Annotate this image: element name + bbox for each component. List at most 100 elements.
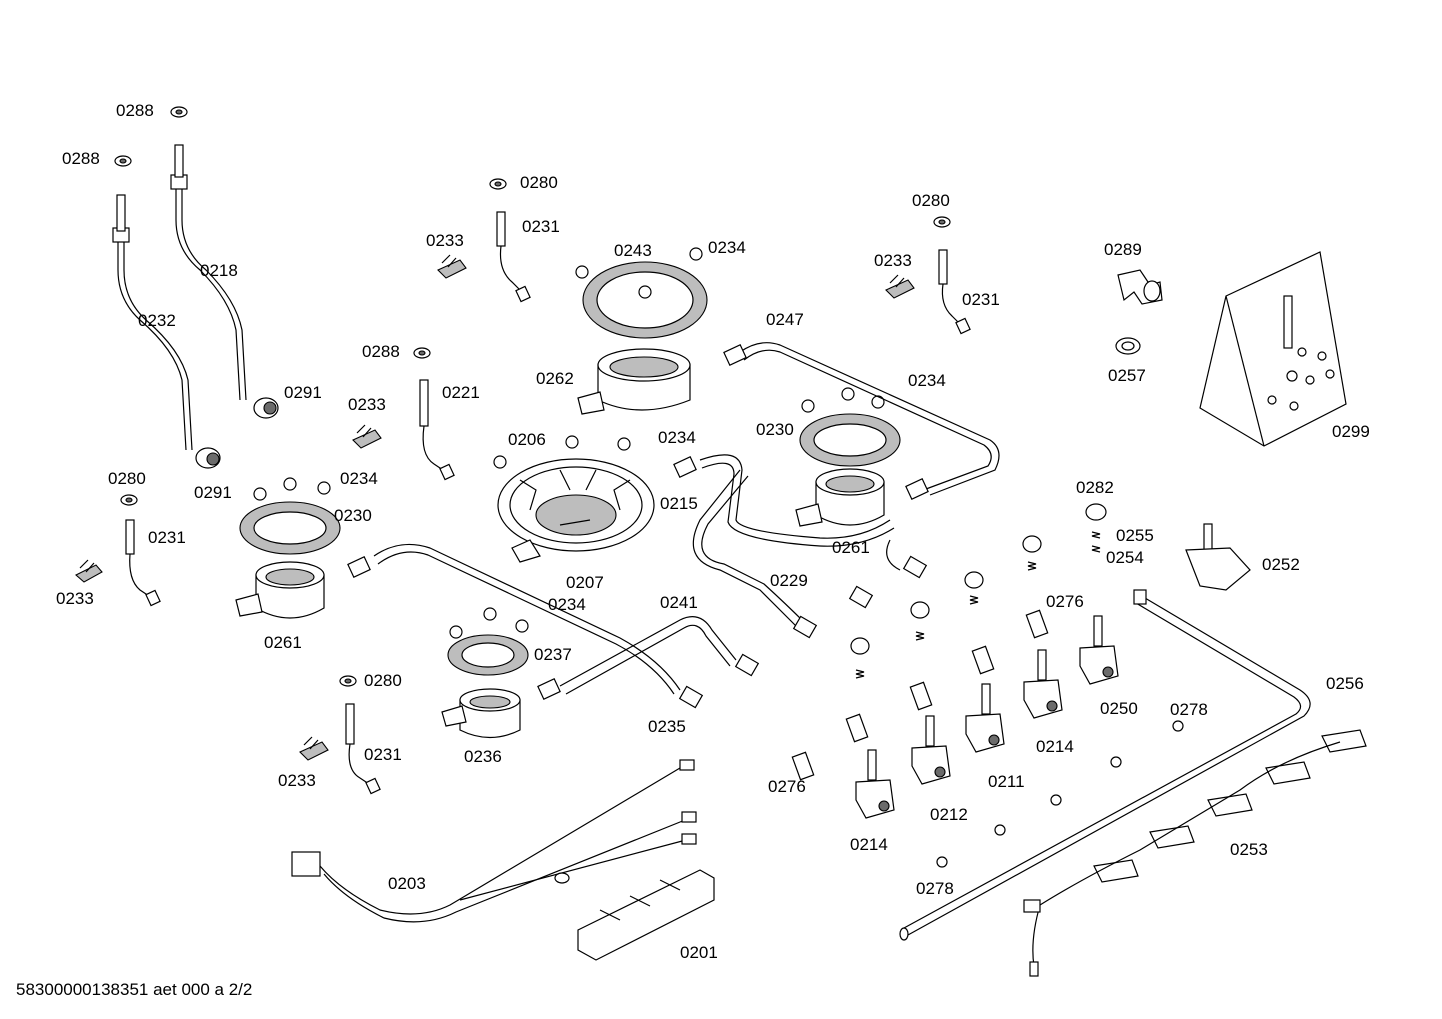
gas-pipe-0241[interactable] [537,616,760,700]
gas-pipe-0215[interactable] [673,454,895,547]
label-0230-b: 0230 [334,506,372,525]
washer-0280-b[interactable] [489,178,507,190]
label-0212: 0212 [930,805,968,824]
washer-0280-a[interactable] [120,494,138,506]
clip-0233-a[interactable] [75,559,103,583]
nozzle-0282[interactable] [1085,503,1107,553]
thermocouple-0218[interactable] [170,144,279,419]
electrode-0231-c[interactable] [938,249,971,335]
washer-0280-c[interactable] [933,216,951,228]
conversion-kit-bag-0299[interactable] [1199,251,1347,447]
label-0231-d: 0231 [364,745,402,764]
washer-0288-b[interactable] [114,155,132,167]
label-0206: 0206 [508,430,546,449]
label-0250: 0250 [1100,699,1138,718]
spindle-0276-b[interactable] [1025,609,1049,639]
ignition-module-0201[interactable] [577,869,715,961]
gas-rail-0256[interactable] [899,589,1311,941]
valve-0214-a[interactable] [855,749,895,819]
screw-0234-f[interactable] [449,607,529,639]
screw-0234-b[interactable] [575,265,589,279]
clip-0233-c[interactable] [352,424,382,449]
label-0215: 0215 [660,494,698,513]
clip-0233-b[interactable] [437,254,467,279]
valve-0214-b[interactable] [1023,649,1063,719]
label-0288-a: 0288 [116,101,154,120]
label-0231-a: 0231 [148,528,186,547]
label-0280-a: 0280 [108,469,146,488]
label-0234-a: 0234 [708,238,746,257]
valve-0250[interactable] [1079,615,1119,685]
label-0291-b: 0291 [194,483,232,502]
valve-0211[interactable] [965,683,1005,753]
gasket-0230-a[interactable] [799,413,901,467]
elbow-0289[interactable] [1117,269,1163,305]
label-0214-a: 0214 [1036,737,1074,756]
electrode-0231-b[interactable] [496,211,531,303]
gas-pipe-0234-line[interactable] [347,543,704,709]
screw-0234-a[interactable] [689,247,703,261]
label-0247: 0247 [766,310,804,329]
washer-0288-c[interactable] [413,347,431,359]
gasket-0237[interactable] [447,634,529,676]
spindle-0276-a[interactable] [791,645,995,781]
gas-pipe-0229[interactable] [692,469,928,639]
washer-0280-d[interactable] [339,675,357,687]
label-0280-d: 0280 [364,671,402,690]
electrode-0221[interactable] [419,379,455,481]
label-0230-a: 0230 [756,420,794,439]
gasket-0230-b[interactable] [239,501,341,555]
label-0282: 0282 [1076,478,1114,497]
label-0261-a: 0261 [832,538,870,557]
label-0256: 0256 [1326,674,1364,693]
label-0235: 0235 [648,717,686,736]
label-0262: 0262 [536,369,574,388]
screw-0234-e[interactable] [253,477,331,501]
burner-housing-0261-b[interactable] [235,561,325,619]
label-0232: 0232 [138,311,176,330]
label-0233-b: 0233 [426,231,464,250]
electrode-0231-a[interactable] [125,519,161,607]
seal-0257[interactable] [1115,337,1141,355]
label-0254: 0254 [1106,548,1144,567]
label-0288-c: 0288 [362,342,400,361]
label-0233-c: 0233 [874,251,912,270]
cap-springs[interactable] [850,535,1042,679]
label-0233-a: 0233 [56,589,94,608]
label-0234-d: 0234 [340,469,378,488]
document-id-footer: 58300000138351 aet 000 a 2/2 [16,980,253,999]
label-0252: 0252 [1262,555,1300,574]
nuts-0278[interactable] [936,720,1184,868]
wire-harness-0203[interactable] [291,759,697,923]
label-0276-b: 0276 [768,777,806,796]
valve-0212[interactable] [911,715,951,785]
label-0289: 0289 [1104,240,1142,259]
burner-housing-0262[interactable] [577,348,691,415]
burner-housing-0236[interactable] [441,688,521,739]
gas-pipe-0247[interactable] [723,342,1000,500]
label-0229: 0229 [770,571,808,590]
label-0278-b: 0278 [916,879,954,898]
screw-0234-d[interactable] [801,387,885,413]
electrode-0231-d[interactable] [345,703,381,795]
burner-housing-0261-a[interactable] [795,468,885,527]
label-0221: 0221 [442,383,480,402]
clip-0233-d[interactable] [885,274,915,299]
label-0207: 0207 [566,573,604,592]
ignition-switches-0253[interactable] [1023,729,1367,977]
label-0233-e: 0233 [278,771,316,790]
label-0236: 0236 [464,747,502,766]
thermocouple-0232[interactable] [112,194,221,469]
burner-base-0207[interactable] [497,458,655,563]
label-0231-c: 0231 [962,290,1000,309]
washer-0288-a[interactable] [170,106,188,118]
label-0237: 0237 [534,645,572,664]
label-0288-b: 0288 [62,149,100,168]
t-connector-0252[interactable] [1185,523,1251,591]
label-0234-c: 0234 [908,371,946,390]
clip-0233-e[interactable] [299,736,329,761]
screw-0234-c[interactable] [493,435,631,469]
label-0253: 0253 [1230,840,1268,859]
gasket-0243[interactable] [582,261,708,339]
